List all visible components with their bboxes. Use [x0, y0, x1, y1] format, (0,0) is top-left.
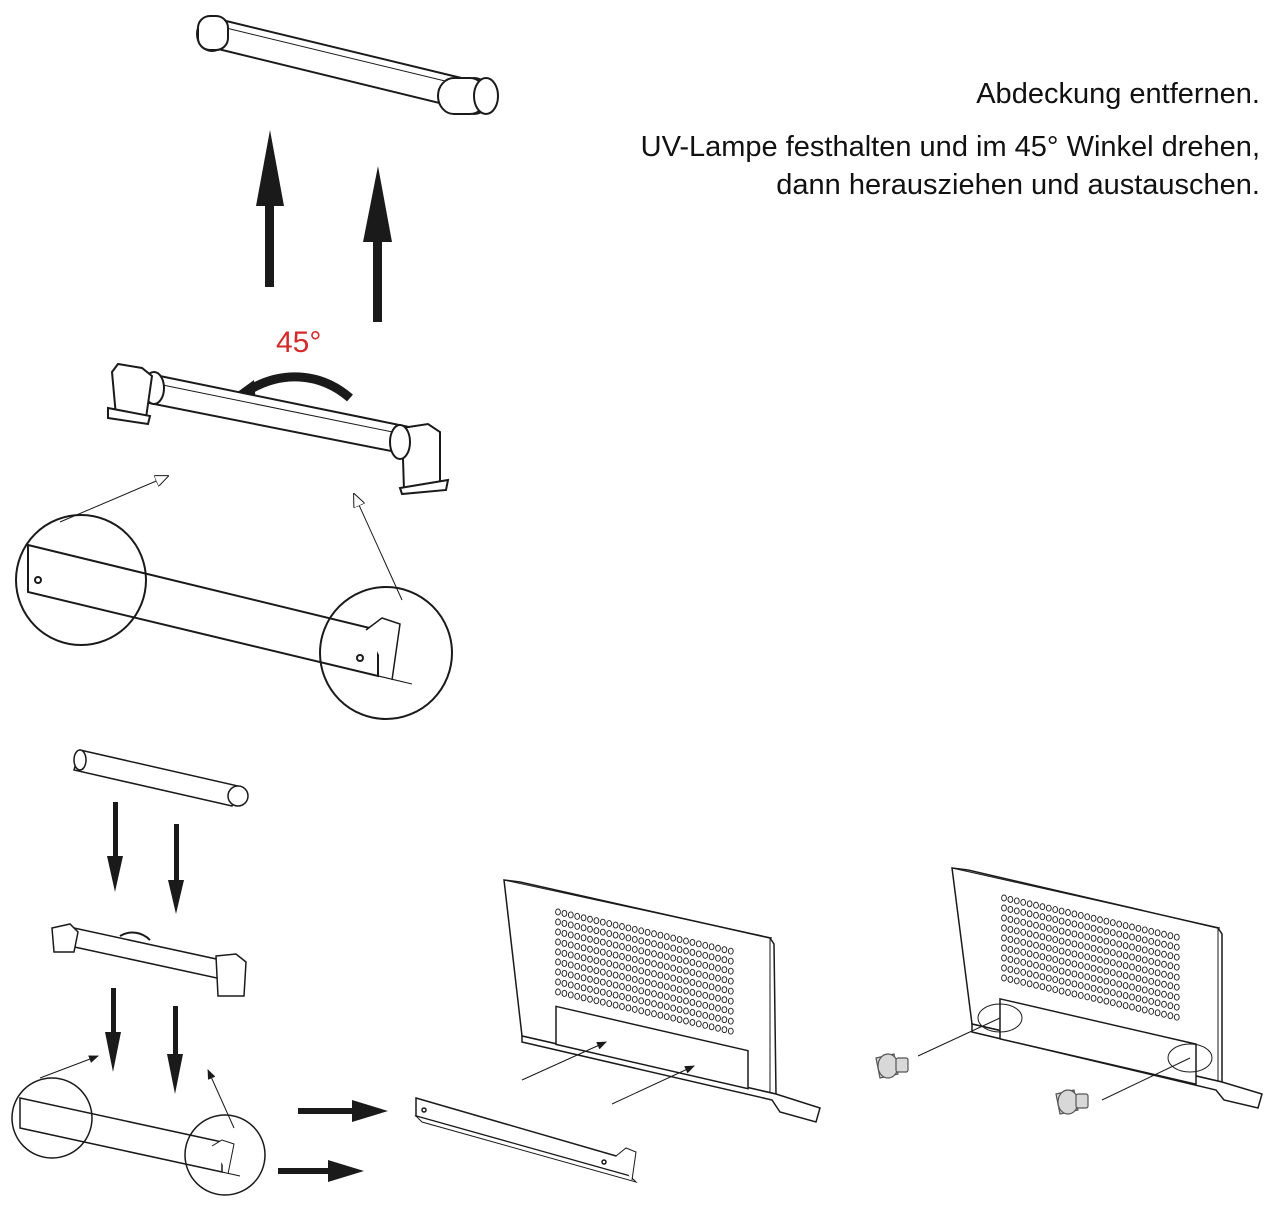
cover-strip — [414, 1097, 638, 1183]
perforation-pattern-2 — [1001, 894, 1180, 1021]
perforation-pattern-1 — [555, 908, 734, 1035]
insert-arrows-lower — [105, 988, 183, 1094]
uv-lamp-in-holders-small — [51, 923, 247, 997]
screw-pointer-lines — [917, 1017, 1191, 1101]
instruction-line-2: UV-Lampe festhalten und im 45° Winkel dr… — [640, 131, 1260, 163]
detail-circles — [15, 514, 453, 720]
assembly-arrows — [278, 1100, 388, 1182]
screw-icon-2 — [1055, 1089, 1089, 1115]
pull-out-arrows — [256, 130, 392, 322]
detail-circles-small — [11, 1077, 266, 1196]
screw-icon-1 — [875, 1053, 909, 1079]
perforated-panel-1 — [503, 879, 821, 1123]
uv-lamp-small — [73, 749, 249, 807]
screw-hole-markers — [977, 1003, 1213, 1073]
uv-lamp-removed — [196, 15, 499, 115]
instruction-line-1: Abdeckung entfernen. — [976, 78, 1260, 110]
instruction-line-3: dann herausziehen und austauschen. — [776, 169, 1260, 201]
insert-arrows — [107, 802, 184, 914]
cover-channel — [27, 543, 413, 685]
panel-pointer-arrows-1 — [521, 1041, 695, 1105]
holder-pointer-arrows-small — [39, 1055, 235, 1129]
uv-lamp-in-holders — [107, 362, 450, 496]
cover-channel-small — [19, 1097, 241, 1177]
rotation-angle-label: 45° — [276, 326, 321, 359]
